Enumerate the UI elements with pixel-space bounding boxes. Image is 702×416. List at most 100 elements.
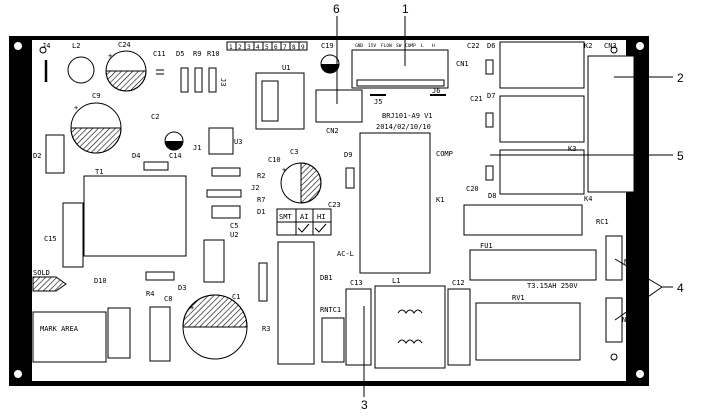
mount-hole-bl	[14, 370, 22, 378]
thermistor-rntc1	[321, 317, 345, 363]
pin-2: 2	[238, 44, 242, 51]
label-l2: L2	[72, 42, 80, 50]
label-k1: K1	[436, 196, 444, 204]
board-fuse-rating: T3.15AH 250V	[527, 282, 578, 290]
rc-snubber-rc1	[463, 204, 583, 236]
header-gnd: GND	[355, 43, 363, 49]
terminal-n1	[605, 297, 623, 343]
label-cn3: CN3	[604, 42, 617, 50]
label-rntc1: RNTC1	[320, 306, 341, 314]
board-model: BRJ101-A9 V1	[382, 112, 433, 120]
label-j5: J5	[374, 98, 382, 106]
resistor-r10	[208, 67, 217, 93]
diode-d7	[485, 112, 494, 128]
diode-d2	[45, 134, 65, 174]
varistor-rv1	[475, 302, 581, 361]
label-d5: D5	[176, 50, 184, 58]
label-r2: R2	[257, 172, 265, 180]
resistor-r3	[258, 262, 268, 302]
pin-1: 1	[229, 44, 233, 51]
mark-area: MARK AREA	[32, 311, 107, 363]
connector-cn3	[587, 55, 635, 193]
diode-d9	[345, 167, 355, 189]
capacitor-c10: C10 C3 +	[268, 148, 322, 204]
label-c8: C8	[164, 295, 172, 303]
board-ai: AI	[300, 213, 308, 221]
label-c9: C9	[92, 92, 100, 100]
capacitor-c14	[164, 131, 184, 151]
relay-k2	[499, 41, 585, 89]
sold-marker: SOLD D10	[32, 269, 107, 292]
label-d7: D7	[487, 92, 495, 100]
check-icon	[314, 223, 327, 233]
callout-4-leader-a	[614, 258, 663, 288]
label-c19: C19	[321, 42, 334, 50]
pin-7: 7	[283, 44, 287, 51]
mount-hole-tr	[636, 42, 644, 50]
header-sw: SW	[396, 43, 402, 49]
callout-3: 3	[361, 398, 368, 412]
callouts: 6 1 2 5 4 3	[333, 2, 684, 412]
inductor-l2: L2	[67, 42, 95, 84]
relay-k4	[499, 149, 585, 195]
mount-hole-br	[636, 370, 644, 378]
pin-6: 6	[274, 44, 278, 51]
callout-5: 5	[677, 149, 684, 163]
diode-bridge-part	[107, 307, 131, 359]
board-smt: SMT	[279, 213, 292, 221]
label-c24: C24	[118, 41, 131, 49]
label-n: N	[624, 258, 628, 266]
pin-4: 4	[256, 44, 260, 51]
capacitor-c11	[156, 69, 164, 75]
assembly-mark-table: SMT AI HI	[276, 208, 332, 236]
board-ac-l: AC-L	[337, 250, 354, 258]
header-h: H	[432, 43, 435, 49]
label-c11: C11	[153, 50, 166, 58]
label-u1: U1	[282, 64, 290, 72]
callout-1: 1	[402, 2, 409, 16]
label-c3: C3	[290, 148, 298, 156]
relay-k1: K1 COMP AC-L	[337, 132, 453, 274]
label-c22: C22	[467, 42, 480, 50]
diode-d5	[180, 67, 189, 93]
label-j6: J6	[432, 87, 440, 95]
c24-plus: +	[108, 52, 112, 60]
label-c1: C1	[232, 293, 240, 301]
callout-2: 2	[677, 71, 684, 85]
header-comp: COMP	[405, 43, 416, 49]
label-j4: J4	[42, 42, 50, 50]
pin-8: 8	[292, 44, 296, 51]
label-k2: K2	[584, 42, 592, 50]
board-hi: HI	[317, 213, 325, 221]
resistor-r7	[206, 189, 242, 198]
label-cn2: CN2	[326, 127, 339, 135]
board-mark-area: MARK AREA	[40, 325, 79, 333]
label-d9: D9	[344, 151, 352, 159]
callout-4-leader-b	[614, 286, 663, 321]
callout-4: 4	[677, 281, 684, 295]
connector-header-labels: GND 15V FLOW SW COMP L H	[355, 43, 435, 49]
label-c20: C20	[466, 185, 479, 193]
label-rv1: RV1	[512, 294, 525, 302]
label-r4: R4	[146, 290, 154, 298]
label-fu1: FU1	[480, 242, 493, 250]
resistor-r2	[211, 167, 241, 177]
c1-plus: +	[190, 304, 194, 312]
pin-9: 9	[301, 44, 305, 51]
label-c5: C5	[230, 222, 238, 230]
label-n1: N1	[622, 316, 630, 324]
diode-d6	[485, 59, 494, 75]
resistor-r9	[194, 67, 203, 93]
inductor-l1: L1	[374, 277, 446, 369]
label-d4: D4	[132, 152, 140, 160]
label-d10: D10	[94, 277, 107, 285]
label-rc1: RC1	[596, 218, 609, 226]
pin-5: 5	[265, 44, 269, 51]
label-c14: C14	[169, 152, 182, 160]
label-r10: R10	[207, 50, 220, 58]
label-c23: C23	[328, 201, 341, 209]
label-r9: R9	[193, 50, 201, 58]
hole-4	[610, 353, 618, 361]
transformer-t1: T1	[83, 168, 187, 257]
